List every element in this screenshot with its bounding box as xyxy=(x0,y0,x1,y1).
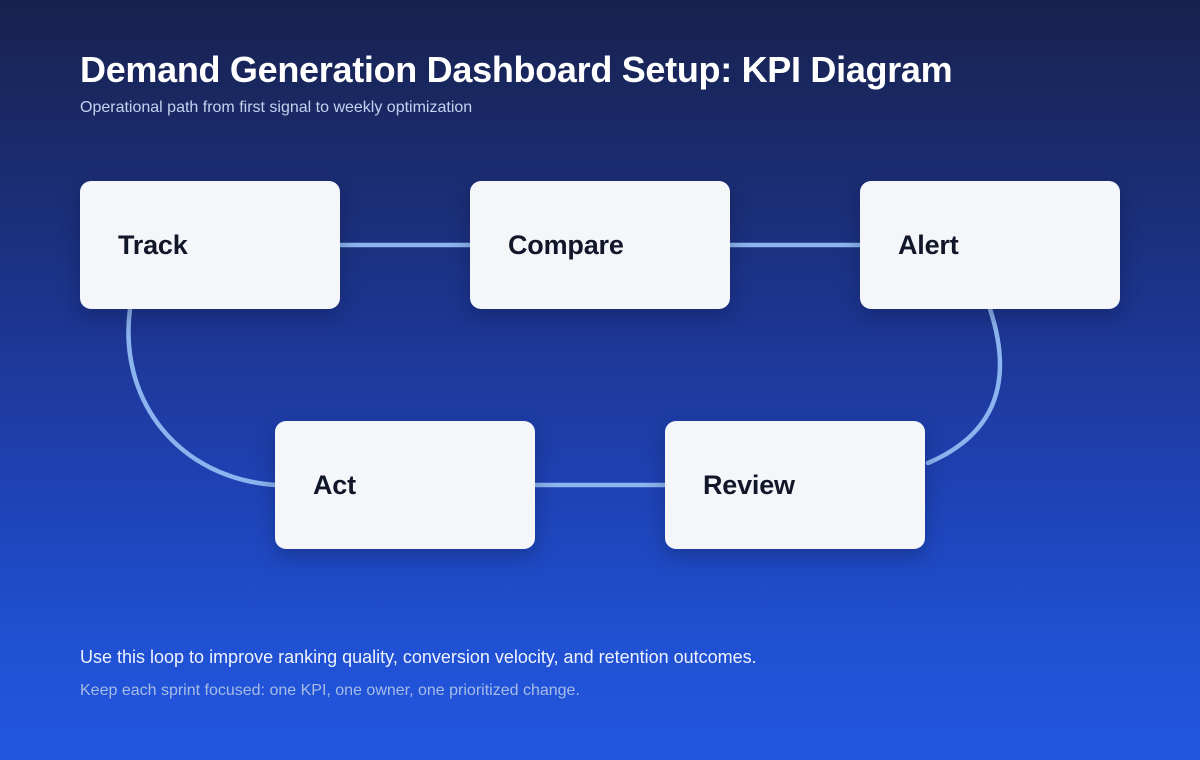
node-alert[interactable]: Alert xyxy=(860,181,1120,309)
connector-act-to-track xyxy=(126,306,278,488)
footer-primary-text: Use this loop to improve ranking quality… xyxy=(80,647,757,667)
node-act[interactable]: Act xyxy=(275,421,535,549)
node-review[interactable]: Review xyxy=(665,421,925,549)
connector-alert-to-review xyxy=(925,306,1003,466)
node-label: Alert xyxy=(898,229,959,260)
footer-secondary-text: Keep each sprint focused: one KPI, one o… xyxy=(80,682,580,700)
node-label: Track xyxy=(118,229,188,260)
page-subtitle: Operational path from first signal to we… xyxy=(80,99,473,117)
node-label: Act xyxy=(313,469,356,500)
node-track[interactable]: Track xyxy=(80,181,340,309)
footer: Use this loop to improve ranking quality… xyxy=(80,645,1120,702)
header: Demand Generation Dashboard Setup: KPI D… xyxy=(80,49,1140,119)
node-compare[interactable]: Compare xyxy=(470,181,730,309)
node-label: Review xyxy=(703,469,795,500)
node-label: Compare xyxy=(508,229,624,260)
page-title: Demand Generation Dashboard Setup: KPI D… xyxy=(80,49,953,90)
